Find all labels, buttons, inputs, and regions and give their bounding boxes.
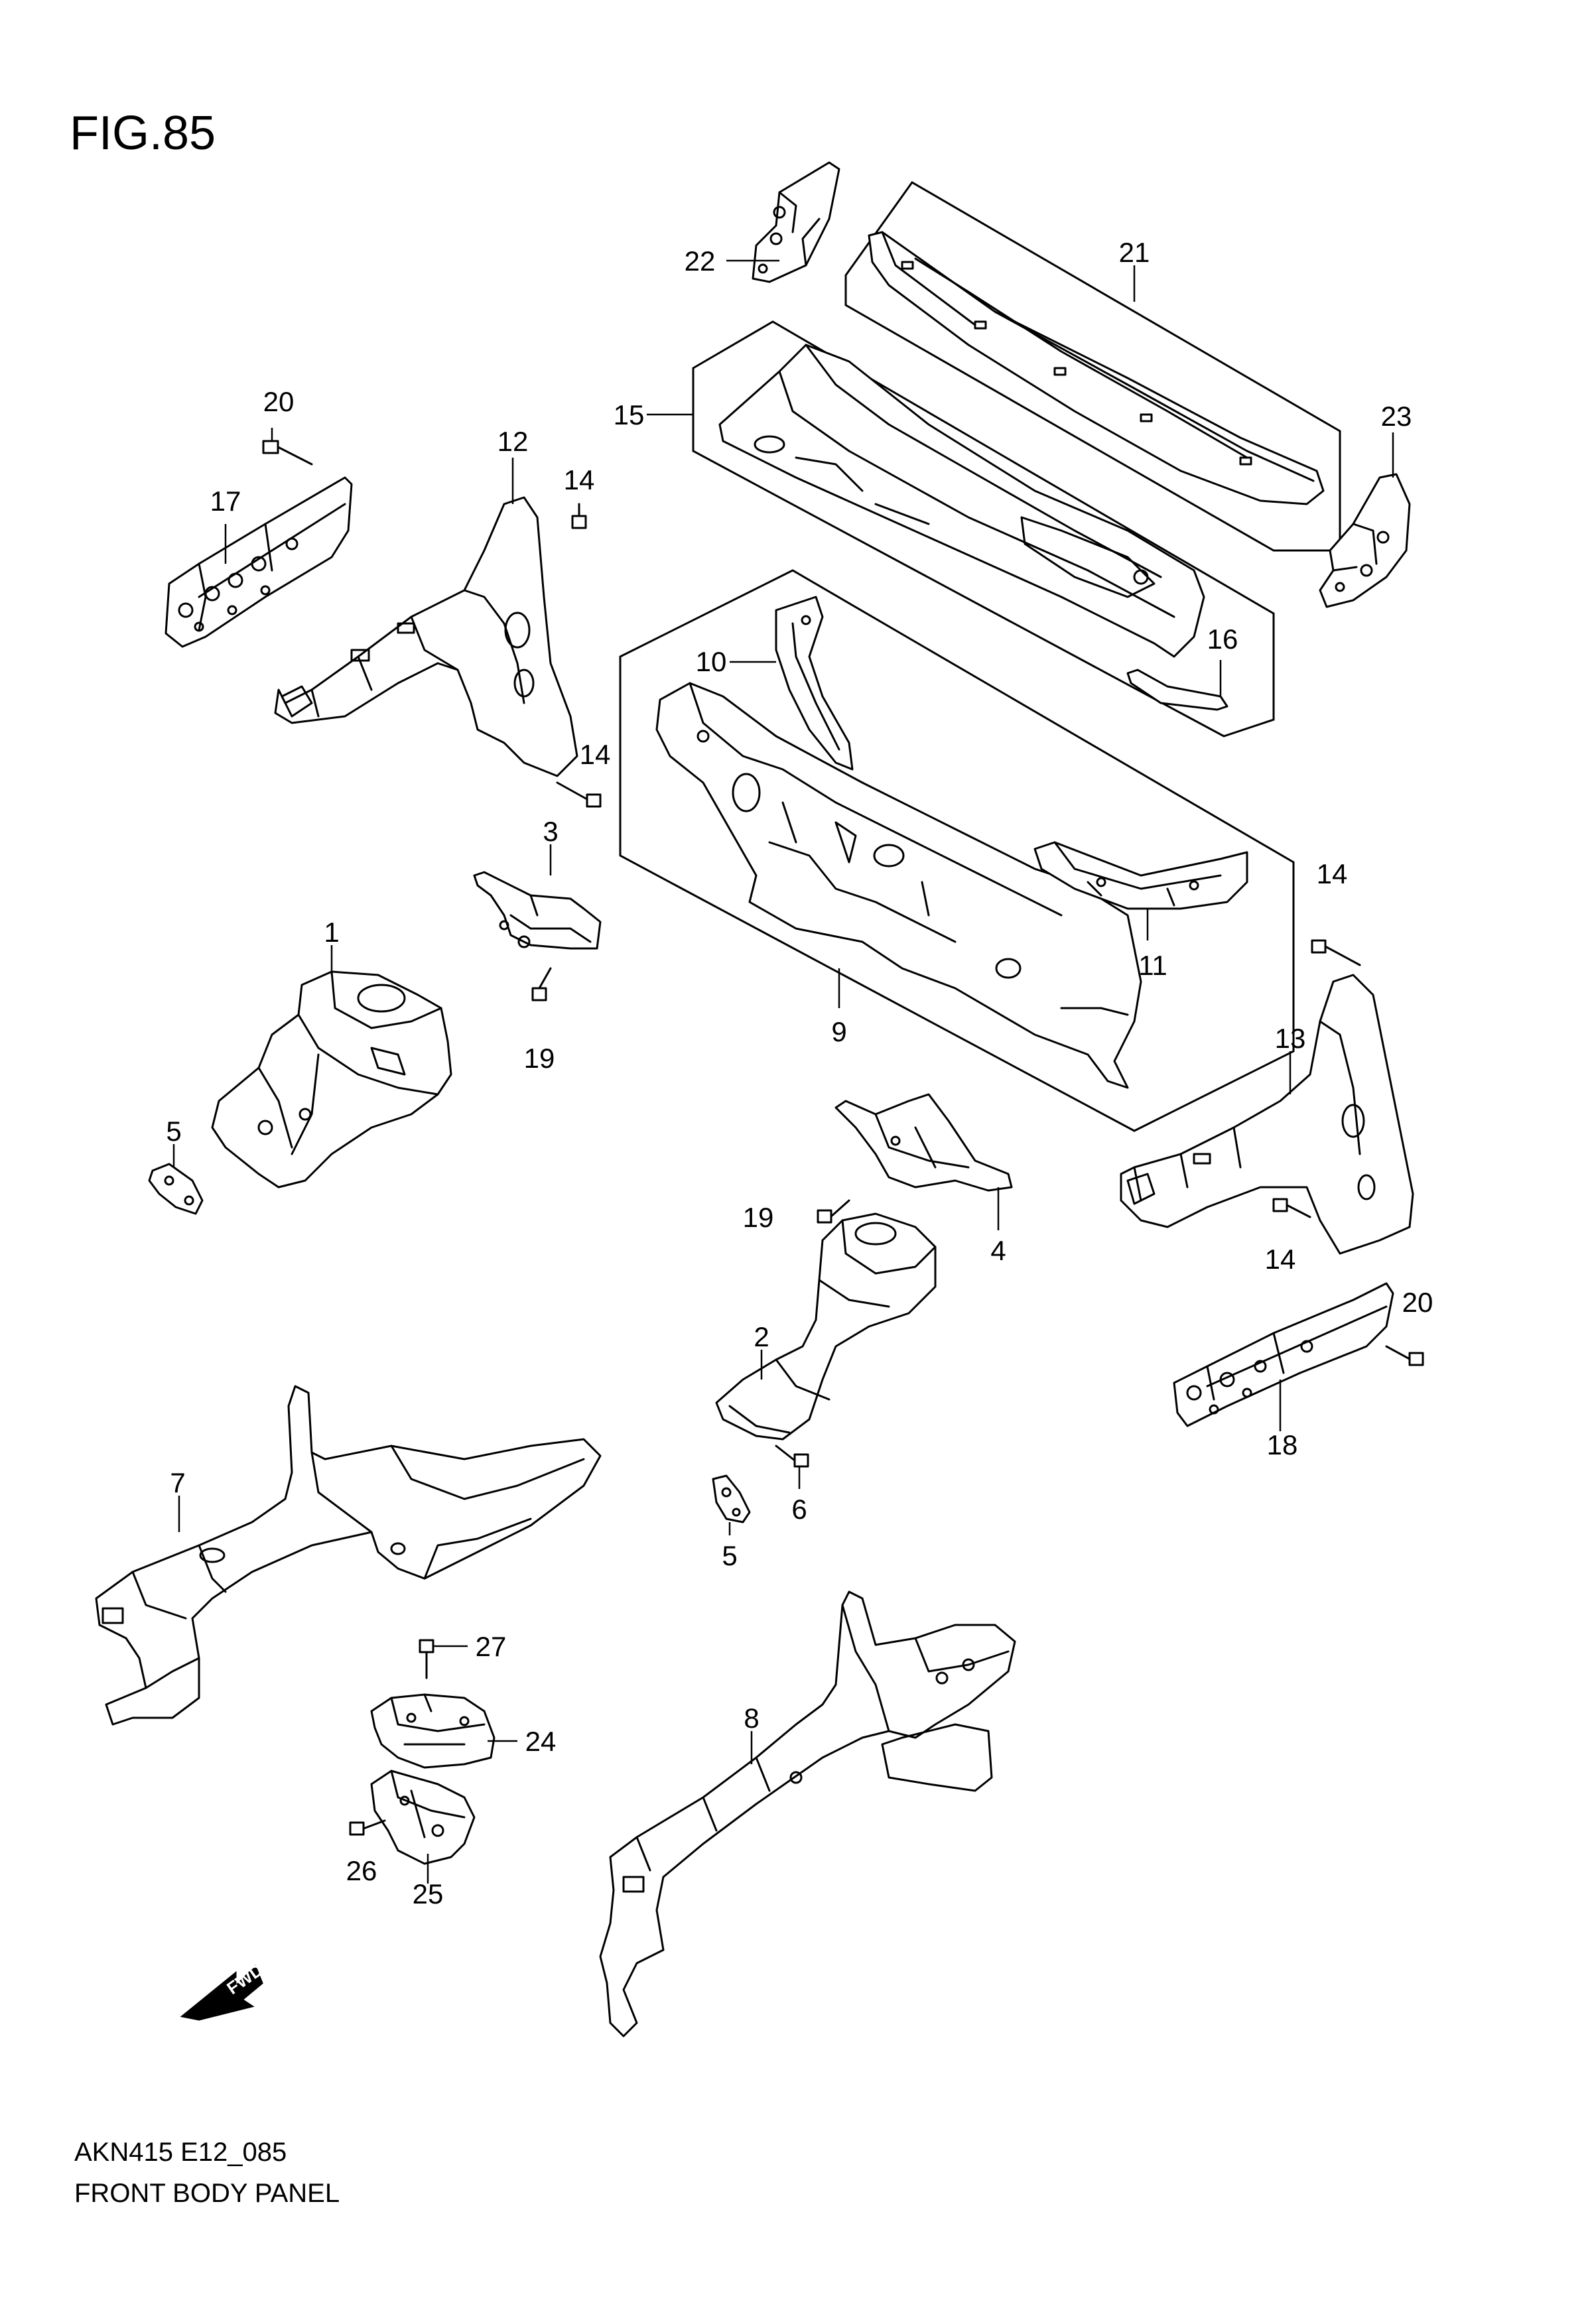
fwd-arrow-icon: FWD xyxy=(180,1959,267,2021)
part-15-cowl-panel xyxy=(718,344,1205,658)
callout-13: 13 xyxy=(1275,1023,1306,1054)
callout-5-right: 5 xyxy=(722,1540,737,1571)
part-18-upper-member xyxy=(1173,1282,1394,1427)
bolt-14-upper-right xyxy=(1311,939,1361,966)
part-7-side-member-left xyxy=(95,1385,602,1726)
figure-title: FIG.85 xyxy=(70,107,216,160)
callout-19-left: 19 xyxy=(524,1043,555,1074)
callout-14-mid-left: 14 xyxy=(580,739,611,770)
part-24-bracket xyxy=(370,1693,496,1769)
part-21-cowl-top xyxy=(868,231,1325,505)
bolt-19-left xyxy=(531,967,552,1001)
part-22-bracket xyxy=(752,161,840,283)
callout-11: 11 xyxy=(1138,950,1167,981)
part-4-bracket xyxy=(834,1093,1013,1192)
callout-26: 26 xyxy=(346,1855,377,1886)
bolt-14-mid-left xyxy=(556,781,602,808)
callout-8: 8 xyxy=(744,1703,759,1734)
footer-name: FRONT BODY PANEL xyxy=(74,2179,340,2208)
callout-5-left: 5 xyxy=(166,1116,181,1147)
part-8-side-member-right xyxy=(599,1590,1016,2037)
callout-7: 7 xyxy=(170,1467,185,1498)
callout-23: 23 xyxy=(1381,401,1412,432)
part-11-bracket xyxy=(1033,841,1248,910)
callout-20-right: 20 xyxy=(1402,1287,1433,1318)
callout-19-right: 19 xyxy=(743,1202,774,1233)
callout-14-lower-right: 14 xyxy=(1265,1244,1296,1275)
part-3-bracket xyxy=(473,871,602,950)
leader-lines xyxy=(172,259,1394,1884)
bolt-19-right xyxy=(817,1199,850,1224)
callout-16: 16 xyxy=(1207,623,1238,655)
bolt-20-left xyxy=(262,440,313,466)
bolt-27 xyxy=(419,1639,434,1679)
part-25-bracket xyxy=(370,1770,476,1865)
callout-1: 1 xyxy=(324,917,339,948)
part-10-bracket xyxy=(775,596,854,771)
part-1-strut-housing-left xyxy=(211,970,452,1189)
callout-15: 15 xyxy=(614,399,645,430)
callout-6: 6 xyxy=(791,1494,807,1525)
bolt-14-upper-left xyxy=(571,503,587,529)
group-box-dash-panel xyxy=(619,569,1295,1132)
callout-10: 10 xyxy=(696,646,727,677)
callout-3: 3 xyxy=(543,816,558,847)
footer-code: AKN415 E12_085 xyxy=(74,2138,287,2167)
bolt-6 xyxy=(775,1445,809,1468)
bolt-14-lower-right xyxy=(1272,1198,1311,1218)
bolt-26 xyxy=(349,1819,386,1836)
callout-25: 25 xyxy=(413,1878,444,1909)
part-13-apron-right xyxy=(1120,974,1414,1255)
part-16-strip xyxy=(1126,669,1228,711)
callout-14-upper-left: 14 xyxy=(564,464,595,495)
callout-4: 4 xyxy=(990,1235,1006,1266)
callout-14-upper-right: 14 xyxy=(1317,858,1348,889)
callout-9: 9 xyxy=(831,1016,846,1047)
part-5-bracket-right xyxy=(712,1474,751,1523)
callout-12: 12 xyxy=(498,426,529,457)
part-2-strut-housing-right xyxy=(715,1212,937,1441)
part-12-apron-left xyxy=(274,496,578,777)
part-5-bracket-left xyxy=(148,1163,204,1215)
callout-2: 2 xyxy=(754,1321,769,1352)
part-9-dash-panel xyxy=(655,682,1142,1089)
callout-21: 21 xyxy=(1119,237,1150,268)
part-17-upper-member xyxy=(165,476,353,648)
callout-22: 22 xyxy=(685,245,716,277)
callout-24: 24 xyxy=(525,1726,557,1757)
callout-18: 18 xyxy=(1267,1429,1298,1460)
bolt-20-right xyxy=(1385,1345,1424,1366)
callout-20-left: 20 xyxy=(263,386,295,417)
callout-27: 27 xyxy=(476,1631,507,1662)
group-box-cowl xyxy=(692,320,1275,738)
callout-17: 17 xyxy=(210,485,241,517)
part-23-bracket xyxy=(1319,473,1411,608)
